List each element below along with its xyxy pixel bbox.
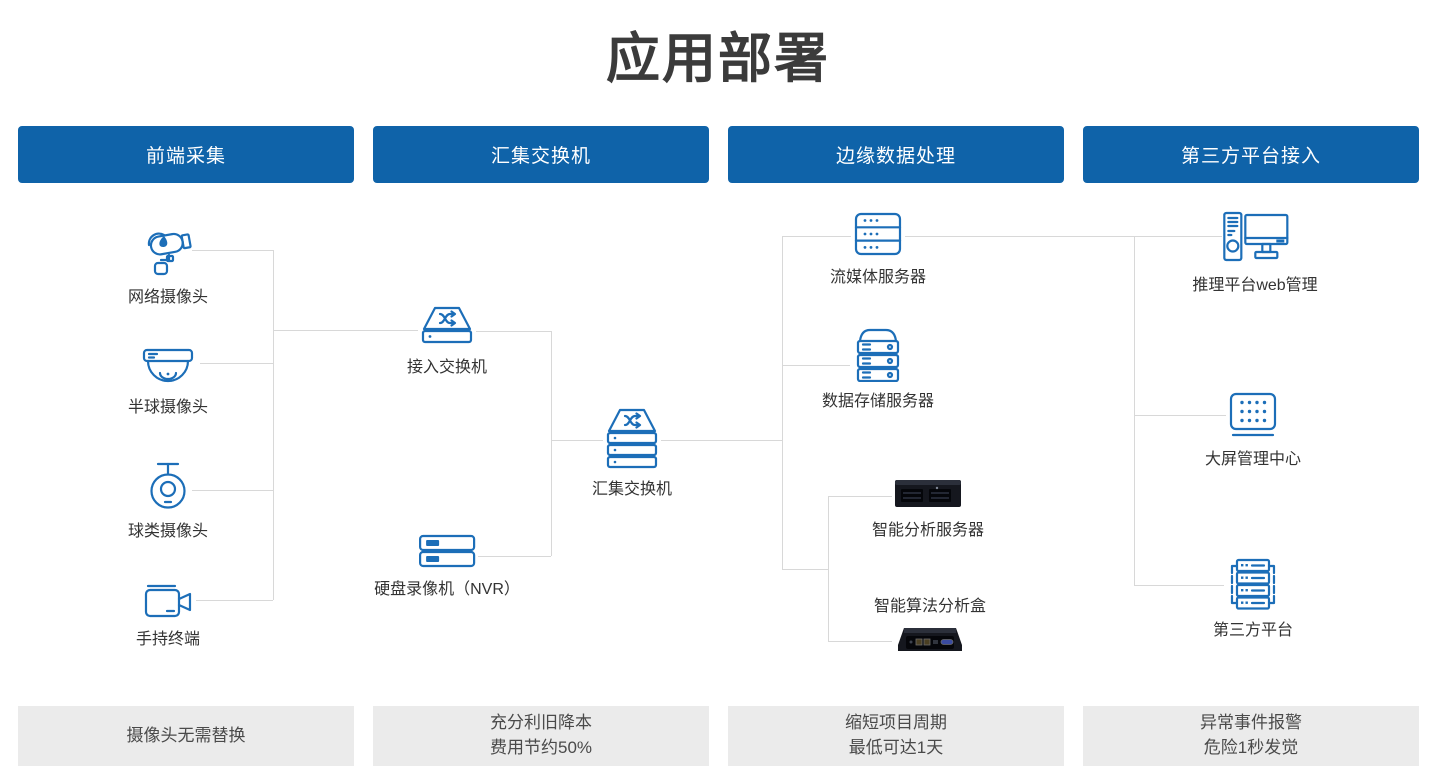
connector-line [782,365,850,366]
dome-camera-icon [142,348,194,383]
connector-line [782,236,851,237]
node-network-camera: 网络摄像头 [128,226,208,307]
node-label: 推理平台web管理 [1192,277,1318,294]
node-nvr: 硬盘录像机（NVR） [374,532,520,599]
node-analysis-server: 智能分析服务器 [872,477,984,540]
connector-line [551,331,552,556]
column-footer-aggregation: 充分利旧降本 费用节约50% [373,706,709,766]
column-header-aggregation: 汇集交换机 [373,126,709,183]
node-handheld-terminal: 手持终端 [136,582,200,649]
node-big-screen: 大屏管理中心 [1205,390,1301,469]
switch-icon [421,306,473,344]
connector-line [782,236,783,569]
footer-line: 危险1秒发觉 [1203,738,1299,757]
connector-line [273,250,274,600]
node-label: 智能算法分析盒 [873,598,987,615]
column-footer-frontend: 摄像头无需替换 [18,706,354,766]
node-label: 接入交换机 [406,359,488,376]
node-ball-camera: 球类摄像头 [128,460,208,541]
node-label: 第三方平台 [1212,622,1294,639]
connector-line [828,641,892,642]
node-label: 半球摄像头 [127,399,209,416]
analysis-box-photo-icon [897,628,962,651]
nvr-icon [418,534,476,568]
node-inference-web: 推理平台web管理 [1192,208,1318,295]
footer-line: 费用节约50% [489,738,593,757]
column-header-edge: 边缘数据处理 [728,126,1064,183]
connector-line [1134,415,1226,416]
node-label: 流媒体服务器 [829,269,927,286]
handheld-camcorder-icon [144,584,192,618]
connector-line [782,569,828,570]
node-label: 数据存储服务器 [821,393,935,410]
server-dots-icon [854,212,902,256]
node-label: 网络摄像头 [127,289,209,306]
desktop-pc-icon [1222,211,1289,262]
node-algorithm-box: 智能算法分析盒 [874,592,986,656]
led-screen-icon [1229,392,1277,437]
node-label: 大屏管理中心 [1204,451,1302,468]
connector-line [661,440,782,441]
node-access-switch: 接入交换机 [407,304,487,377]
node-streaming-server: 流媒体服务器 [830,210,926,287]
connector-line [905,236,1222,237]
connector-line [273,330,418,331]
column-footer-thirdparty: 异常事件报警 危险1秒发觉 [1083,706,1419,766]
column-header-frontend: 前端采集 [18,126,354,183]
platform-rack-icon [1230,558,1276,610]
node-label: 智能分析服务器 [871,522,985,539]
stacked-switch-icon [606,408,658,469]
footer-line: 缩短项目周期 [845,713,947,733]
connector-line [476,331,551,332]
connector-line [200,363,273,364]
node-label: 手持终端 [135,631,201,648]
rack-server-photo-icon [894,480,961,507]
connector-line [478,556,551,557]
column-footer-edge: 缩短项目周期 最低可达1天 [728,706,1064,766]
connector-line [1134,585,1224,586]
node-dome-camera: 半球摄像头 [128,346,208,417]
connector-line [192,250,273,251]
connector-line [192,490,273,491]
page-title: 应用部署 [606,29,830,89]
node-label: 汇集交换机 [591,481,673,498]
connector-line [828,496,892,497]
footer-line: 摄像头无需替换 [126,725,246,745]
storage-server-icon [856,328,900,382]
connector-line [828,496,829,641]
footer-line: 最低可达1天 [848,738,944,757]
ball-camera-icon [150,462,186,509]
connector-line [196,600,273,601]
node-label: 球类摄像头 [127,523,209,540]
node-label: 硬盘录像机（NVR） [374,581,520,598]
footer-line: 异常事件报警 [1200,713,1302,733]
column-header-thirdparty: 第三方平台接入 [1083,126,1419,183]
connector-line [551,440,603,441]
node-aggregation-switch: 汇集交换机 [592,406,672,499]
connector-line [1134,236,1135,585]
node-storage-server: 数据存储服务器 [822,326,934,411]
bullet-camera-icon [147,232,192,276]
node-third-party: 第三方平台 [1213,557,1293,640]
footer-line: 充分利旧降本 [490,713,592,733]
